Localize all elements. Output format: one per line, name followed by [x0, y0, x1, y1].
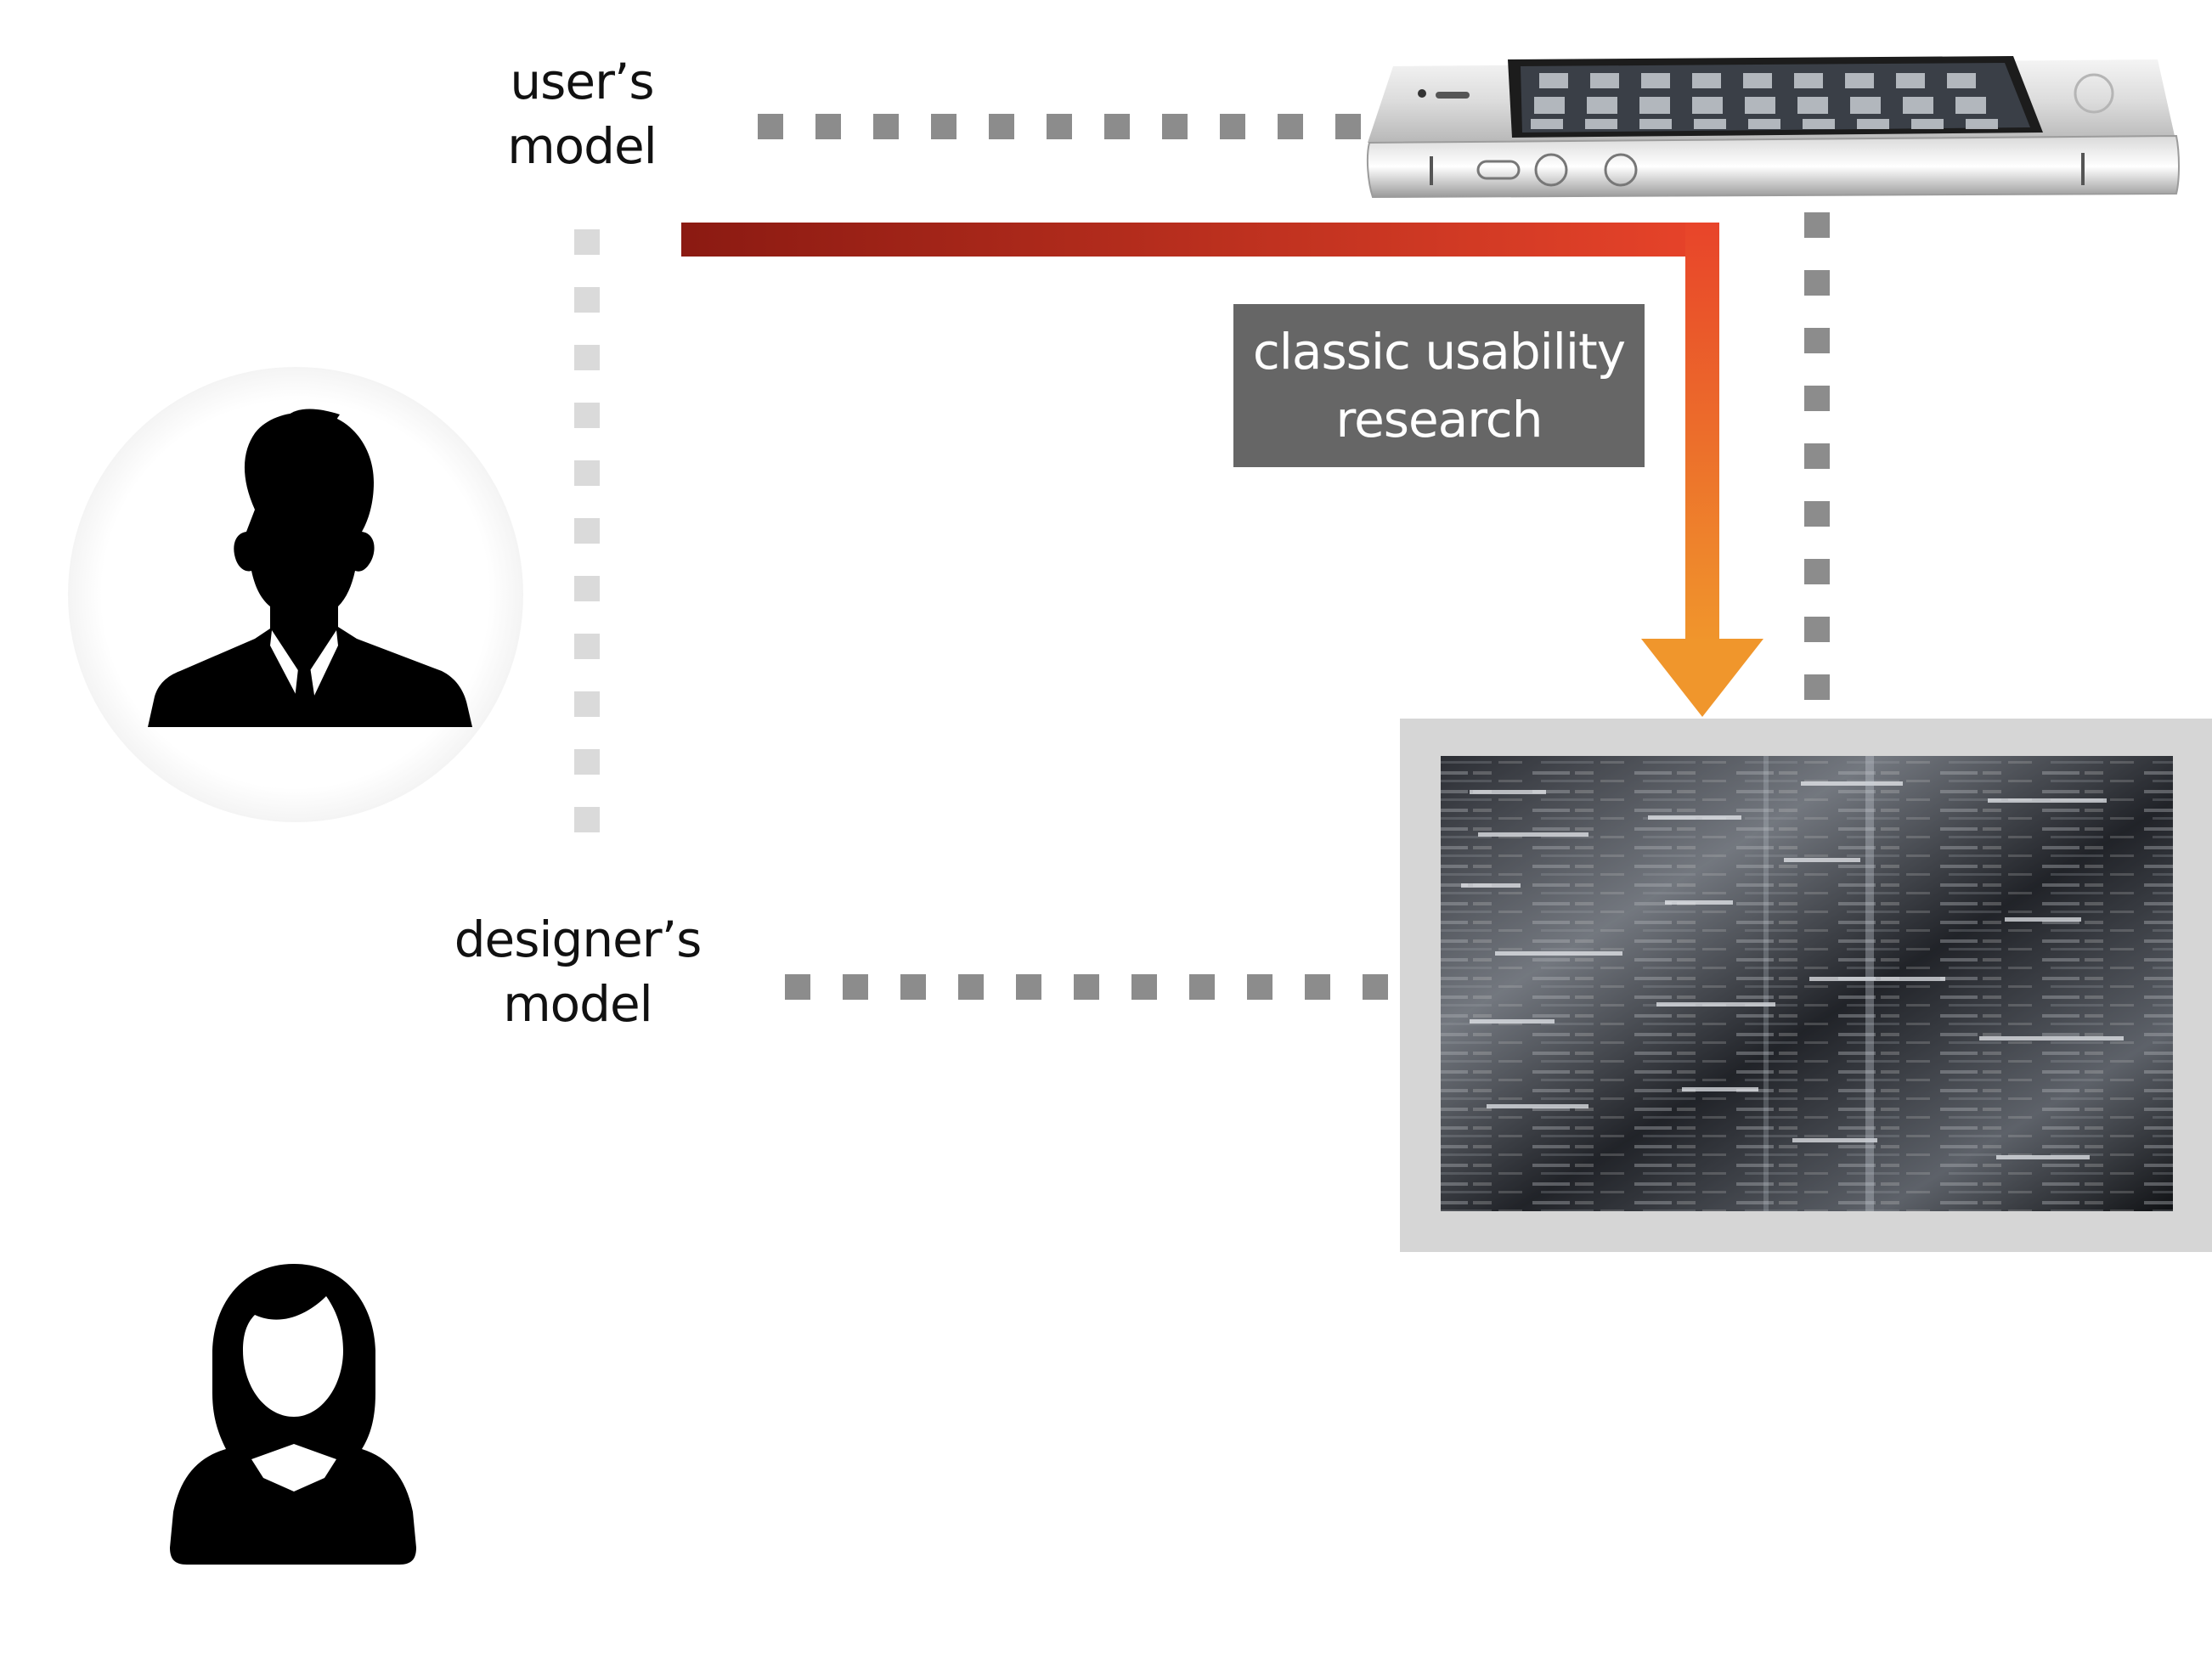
research-arrow: [681, 223, 1763, 717]
user-model-label-line-1: user’s: [510, 53, 654, 110]
research-label-line-2: research: [1335, 391, 1543, 448]
connector-user-to-phone: [758, 114, 1361, 139]
classic-usability-research-label: classic usability research: [1233, 304, 1645, 467]
code-screen-image: [1400, 719, 2212, 1252]
user-model-label: user’s model: [425, 49, 739, 178]
designer-model-label-line-2: model: [503, 975, 653, 1033]
connector-designer-to-screen: [785, 974, 1388, 1000]
designer-model-label-line-1: designer’s: [454, 911, 703, 968]
woman-icon: [170, 1264, 416, 1565]
research-label-line-1: classic usability: [1252, 323, 1626, 381]
designer-model-label: designer’s model: [399, 907, 756, 1036]
connector-user-to-designer: [574, 229, 600, 832]
user-model-label-line-2: model: [507, 117, 657, 175]
connector-phone-to-screen: [1804, 212, 1830, 700]
smartphone-icon: [1366, 56, 2180, 199]
man-in-suit-icon: [68, 367, 523, 822]
